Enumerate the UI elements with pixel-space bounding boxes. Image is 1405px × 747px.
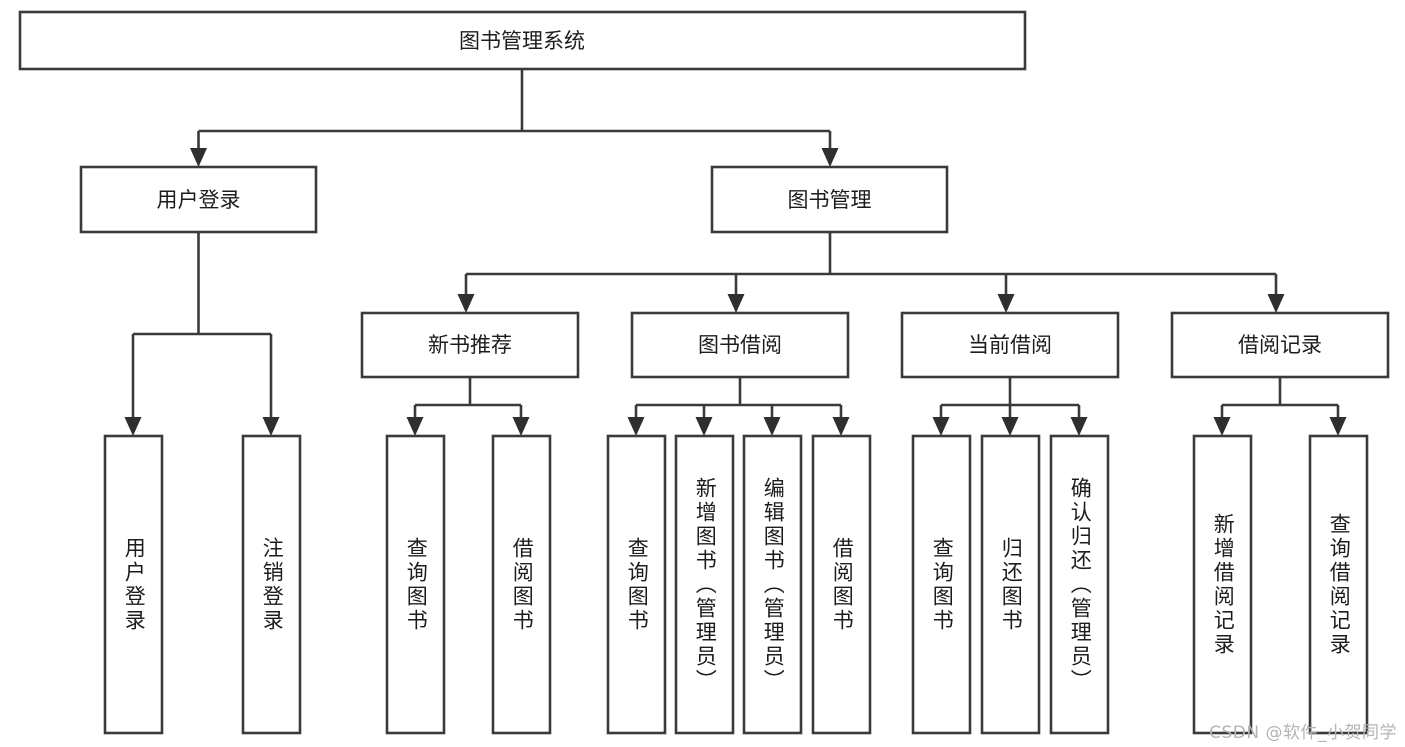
node-box-leaf-user-login[interactable]: [103, 434, 164, 735]
arrow-head-icon: [1001, 417, 1019, 436]
node-box-book-borrow[interactable]: [630, 311, 850, 379]
arrow-head-icon: [821, 148, 839, 167]
node-box-leaf-edit-book[interactable]: [742, 434, 803, 735]
watermark-label: CSDN @软件_小贺同学: [1209, 723, 1397, 743]
node-box-leaf-query-book-3[interactable]: [911, 434, 972, 735]
node-label-new-book-recommend: 新书推荐: [428, 333, 512, 357]
arrow-head-icon: [1267, 294, 1285, 313]
connector-borrow-record-to-leaves: [1213, 377, 1347, 436]
arrow-head-icon: [512, 417, 530, 436]
arrow-head-icon: [695, 417, 713, 436]
node-box-leaf-return-book[interactable]: [980, 434, 1041, 735]
node-box-leaf-borrow-book-2[interactable]: [811, 434, 872, 735]
arrow-head-icon: [124, 417, 142, 436]
node-box-book-manage[interactable]: [710, 165, 949, 234]
arrow-head-icon: [1070, 417, 1088, 436]
arrow-head-icon: [1329, 417, 1347, 436]
node-label-root: 图书管理系统: [459, 29, 585, 53]
node-box-leaf-add-book[interactable]: [674, 434, 735, 735]
node-label-book-borrow: 图书借阅: [698, 333, 782, 357]
arrow-head-icon: [262, 417, 280, 436]
node-box-leaf-confirm-return[interactable]: [1049, 434, 1110, 735]
node-label-user-login: 用户登录: [157, 188, 241, 212]
arrow-head-icon: [727, 294, 745, 313]
connector-current-borrow-to-leaves: [932, 377, 1088, 436]
node-box-current-borrow[interactable]: [900, 311, 1120, 379]
arrow-head-icon: [457, 294, 475, 313]
connector-new-book-recommend-to-leaves: [406, 377, 530, 436]
connector-book-borrow-to-leaves: [627, 377, 850, 436]
connector-root-to-level2: [190, 69, 839, 167]
arrow-head-icon: [627, 417, 645, 436]
node-label-book-manage: 图书管理: [788, 188, 872, 212]
arrow-head-icon: [190, 148, 207, 167]
connector-book-manage-to-level3: [457, 232, 1285, 313]
arrow-head-icon: [932, 417, 950, 436]
node-box-leaf-add-record[interactable]: [1192, 434, 1253, 735]
node-box-leaf-logout-login[interactable]: [241, 434, 302, 735]
connector-user-login-to-leaves: [124, 232, 280, 436]
arrow-head-icon: [997, 294, 1015, 313]
node-box-root[interactable]: [18, 10, 1027, 71]
node-box-leaf-query-book-1[interactable]: [385, 434, 446, 735]
node-box-leaf-borrow-book-1[interactable]: [491, 434, 552, 735]
node-box-new-book-recommend[interactable]: [360, 311, 580, 379]
arrow-head-icon: [406, 417, 424, 436]
node-label-borrow-record: 借阅记录: [1238, 333, 1322, 357]
arrow-head-icon: [1213, 417, 1231, 436]
arrow-head-icon: [763, 417, 781, 436]
node-box-user-login[interactable]: [79, 165, 318, 234]
arrow-head-icon: [832, 417, 850, 436]
node-box-leaf-query-book-2[interactable]: [606, 434, 667, 735]
node-box-leaf-query-record[interactable]: [1308, 434, 1369, 735]
node-label-current-borrow: 当前借阅: [968, 333, 1052, 357]
node-box-borrow-record[interactable]: [1170, 311, 1390, 379]
